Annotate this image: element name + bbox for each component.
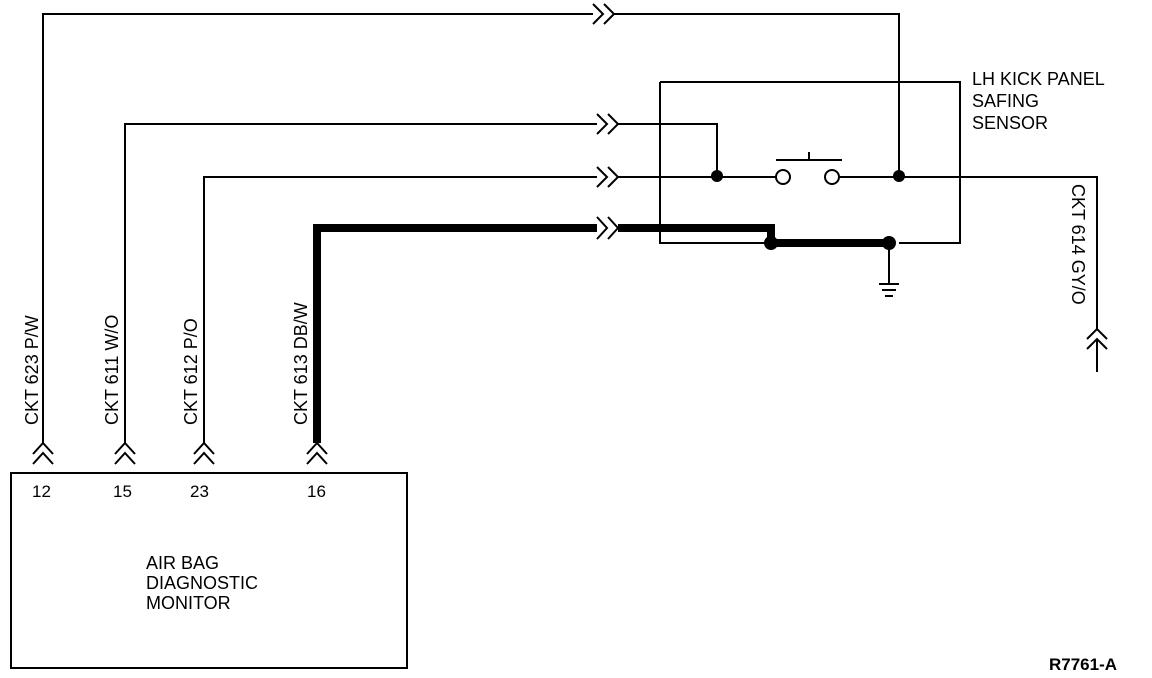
wire-ckt-611-sensor bbox=[618, 123, 718, 176]
monitor-name-line-2: DIAGNOSTIC bbox=[146, 573, 258, 593]
junction-dot-623 bbox=[893, 170, 905, 182]
sensor-name-line-1: LH KICK PANEL bbox=[972, 69, 1105, 89]
pin-number-12: 12 bbox=[32, 482, 51, 501]
connector-chevron-614 bbox=[1086, 327, 1108, 372]
monitor-name-line-3: MONITOR bbox=[146, 593, 231, 613]
wire-ckt-623 bbox=[42, 13, 593, 443]
circuit-label-612: CKT 612 P/O bbox=[181, 318, 201, 425]
circuit-label-613: CKT 613 DB/W bbox=[291, 302, 311, 425]
connector-chevron-612 bbox=[596, 166, 620, 188]
pin-number-23: 23 bbox=[190, 482, 209, 501]
wire-ckt-613 bbox=[313, 224, 597, 443]
sensor-name-line-2: SAFING bbox=[972, 91, 1039, 111]
ground-symbol bbox=[879, 243, 899, 297]
circuit-label-623: CKT 623 P/W bbox=[22, 315, 42, 425]
figure-id: R7761-A bbox=[1049, 655, 1117, 674]
diagnostic-monitor-box bbox=[10, 472, 408, 669]
safing-sensor-box bbox=[659, 81, 961, 244]
wire-ckt-613-ground bbox=[618, 224, 889, 247]
connector-chevron-611 bbox=[596, 113, 620, 135]
wire-ckt-614 bbox=[839, 176, 1098, 330]
sensor-name-line-3: SENSOR bbox=[972, 113, 1048, 133]
connector-chevron-613 bbox=[596, 216, 620, 240]
wire-ckt-612 bbox=[203, 176, 597, 443]
circuit-label-614: CKT 614 GY/O bbox=[1068, 184, 1088, 305]
monitor-name-line-1: AIR BAG bbox=[146, 553, 219, 573]
pin-number-16: 16 bbox=[307, 482, 326, 501]
connector-chevron-623 bbox=[592, 3, 616, 25]
junction-dot-613 bbox=[764, 236, 778, 250]
safing-switch bbox=[775, 152, 842, 185]
wire-ckt-623-sensor bbox=[614, 13, 900, 175]
pin-number-15: 15 bbox=[113, 482, 132, 501]
circuit-label-611: CKT 611 W/O bbox=[102, 315, 122, 425]
junction-dot-611 bbox=[711, 170, 723, 182]
connector-chevrons-monitor bbox=[32, 441, 328, 465]
wire-ckt-611 bbox=[124, 123, 597, 443]
